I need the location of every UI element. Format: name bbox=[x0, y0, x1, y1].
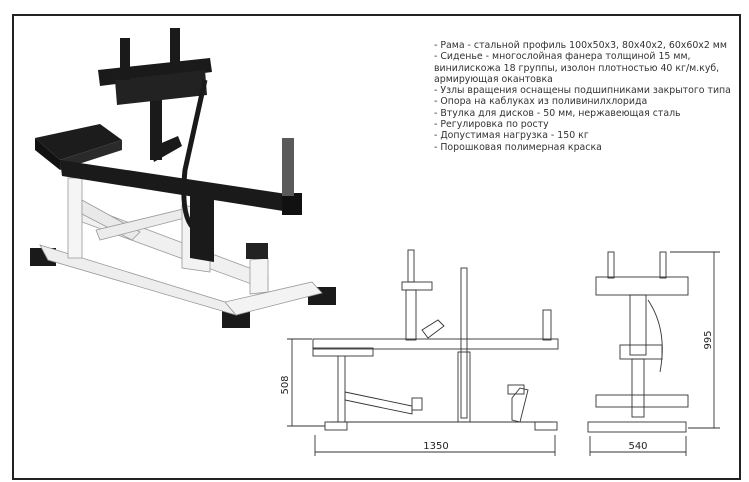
spec-item: - Регулировка по росту bbox=[434, 119, 549, 131]
side-main-upright bbox=[460, 267, 468, 419]
side-foot-front bbox=[534, 421, 558, 431]
knee-pad-post-right bbox=[170, 28, 180, 70]
weight-sleeve bbox=[282, 138, 294, 196]
front-base bbox=[587, 421, 687, 433]
spec-item: - Допустимая нагрузка - 150 кг bbox=[434, 130, 589, 142]
storage-post-cap bbox=[246, 243, 268, 259]
side-brace bbox=[344, 391, 413, 415]
side-seat bbox=[312, 347, 374, 357]
dim-label-1350: 1350 bbox=[423, 441, 448, 452]
spec-item: - Порошковая полимерная краска bbox=[434, 141, 602, 153]
side-foot-rear bbox=[324, 421, 348, 431]
side-lever-bar bbox=[312, 338, 559, 350]
base-rail-front bbox=[224, 281, 323, 316]
side-weight-sleeve bbox=[542, 309, 552, 341]
side-knee-post bbox=[407, 249, 415, 283]
knee-pad-post-left bbox=[120, 38, 130, 80]
front-lever-bar bbox=[619, 344, 663, 360]
side-handle bbox=[421, 319, 445, 339]
front-knee-pads bbox=[595, 276, 689, 296]
front-view bbox=[587, 251, 720, 456]
front-column bbox=[629, 294, 647, 356]
main-upright bbox=[190, 190, 214, 262]
lever-end-plate bbox=[282, 193, 302, 215]
release-handle bbox=[181, 79, 208, 233]
lever-arm bbox=[60, 160, 302, 214]
spec-item: - Узлы вращения оснащены подшипниками за… bbox=[434, 85, 731, 97]
side-knee-column bbox=[405, 289, 417, 341]
spec-item: - Сиденье - многослойная фанера толщиной… bbox=[434, 51, 720, 85]
dim-label-540: 540 bbox=[628, 441, 647, 452]
front-upright bbox=[631, 358, 645, 418]
seat-side bbox=[35, 138, 60, 170]
side-storage-post bbox=[511, 387, 529, 423]
lever-pivot bbox=[150, 136, 182, 162]
knee-pad-column bbox=[150, 92, 162, 160]
spec-item: - Втулка для дисков - 50 мм, нержавеющая… bbox=[434, 107, 681, 119]
side-view bbox=[287, 249, 559, 456]
side-knee-pad bbox=[401, 281, 433, 291]
dim-label-995: 995 bbox=[703, 330, 714, 349]
dim-label-508: 508 bbox=[280, 375, 291, 394]
front-seat bbox=[595, 394, 689, 408]
spec-item: - Рама - стальной профиль 100х50х3, 80х4… bbox=[434, 40, 727, 51]
side-brace-cap bbox=[411, 397, 423, 411]
spec-list: - Рама - стальной профиль 100х50х3, 80х4… bbox=[434, 40, 739, 153]
knee-pad-right bbox=[115, 70, 207, 105]
side-upright-sleeve bbox=[457, 351, 471, 423]
front-handle bbox=[647, 299, 663, 373]
spec-item: - Опора на каблуках из поливинилхлорида bbox=[434, 96, 648, 108]
seat-top bbox=[35, 124, 122, 160]
